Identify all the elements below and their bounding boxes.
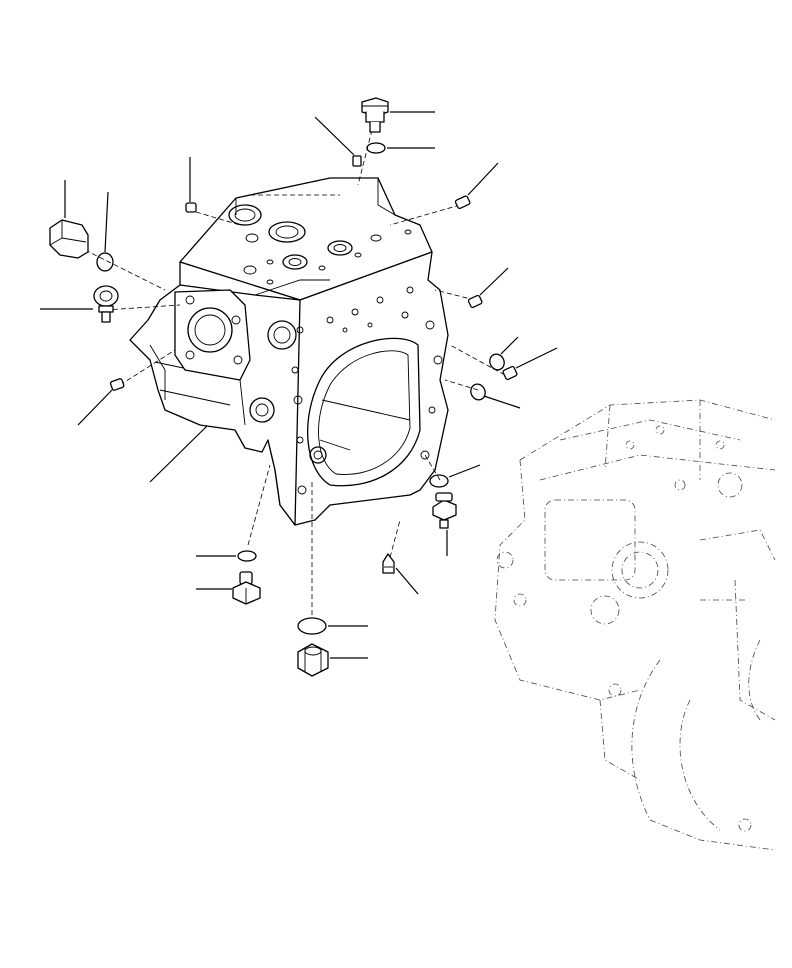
- leader-plug-small-right-lower: [515, 347, 558, 369]
- plug-cap-left: [49, 219, 89, 259]
- plug-cone: [382, 553, 395, 574]
- plug-small-left: [185, 202, 197, 213]
- plug-bottom-right: [432, 492, 457, 529]
- o-ring-right-upper: [489, 353, 505, 371]
- eye-bolt: [93, 285, 119, 323]
- leader-o-ring-left: [104, 191, 109, 253]
- leader-plug-small-right-top: [467, 162, 499, 196]
- leader-pump-case: [149, 425, 208, 483]
- leader-o-ring-bottom-right: [448, 464, 481, 478]
- reference-assembly-outline: [494, 399, 776, 851]
- leader-o-ring-right-lower: [483, 395, 521, 409]
- o-ring-bottom-right: [429, 474, 449, 488]
- pump-case: [129, 177, 449, 526]
- assembly-lines: [84, 129, 506, 615]
- plug-bottom-left: [232, 571, 261, 605]
- o-ring-bottom-left: [237, 550, 257, 562]
- plug-small-lower-left: [109, 378, 125, 391]
- o-ring-bottom-center: [297, 617, 327, 635]
- plug-large-top: [361, 97, 389, 133]
- leader-set-screw-top: [314, 116, 355, 156]
- o-ring-right-lower: [470, 383, 486, 401]
- leader-o-ring-right-upper: [500, 336, 519, 355]
- plug-small-right-top: [454, 195, 471, 210]
- o-ring-top: [366, 142, 386, 154]
- leader-plug-cone: [395, 567, 419, 595]
- o-ring-left: [96, 252, 114, 272]
- leader-plug-small-lower-left: [77, 389, 113, 426]
- plug-bottom-center: [297, 643, 329, 677]
- set-screw-top: [352, 155, 362, 167]
- leader-plug-small-right-mid: [479, 267, 509, 296]
- plug-small-right-lower: [502, 365, 518, 381]
- plug-small-right-mid: [467, 294, 483, 309]
